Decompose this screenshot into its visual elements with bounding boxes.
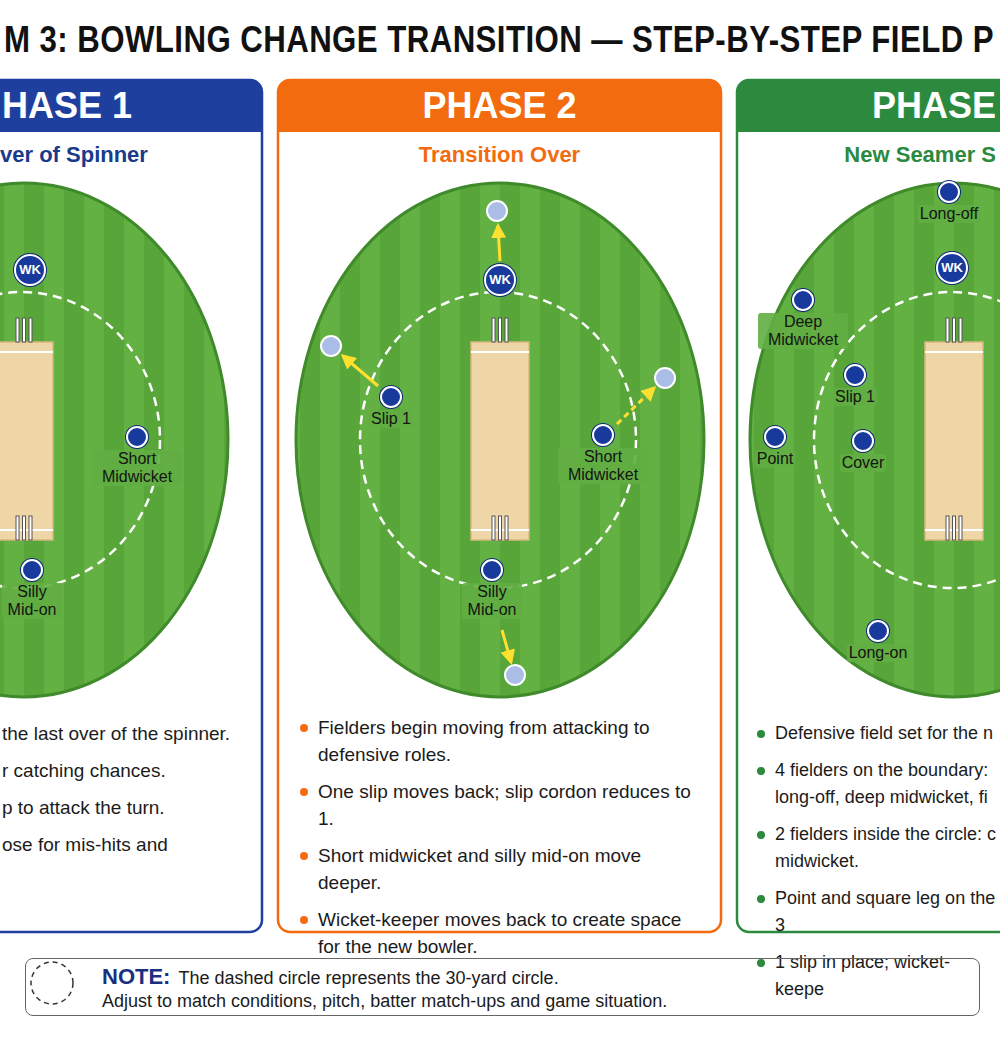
fielder-dot	[126, 426, 148, 448]
fielder-marker: Slip 1	[825, 364, 885, 406]
phase-heading: HASE 1	[2, 80, 132, 132]
fielder-label: Long-off	[918, 205, 980, 223]
bullet-text: ose for mis-hits and	[2, 831, 168, 858]
fielder-label: Short Midwicket	[92, 450, 182, 486]
bullet-dot	[757, 767, 765, 775]
fielder-dot	[938, 181, 960, 203]
phase-panel: PHASE New Seamer S Defensive field set for…	[737, 80, 1000, 932]
bullet-item: the last over of the spinner.	[0, 720, 255, 747]
wicket-keeper-marker: WK	[936, 252, 968, 284]
wicket-keeper-marker: WK	[14, 254, 46, 286]
bullet-item: Short midwicket and silly mid-on move de…	[300, 842, 700, 896]
bullet-dot	[300, 788, 308, 796]
bullet-item: p to attack the turn.	[0, 794, 255, 821]
fielder-label: Deep Midwicket	[758, 313, 848, 349]
phase-subtitle: New Seamer S	[844, 142, 996, 168]
fielder-dot	[867, 620, 889, 642]
note-text: The dashed circle represents the 30-yard…	[178, 967, 558, 989]
fielder-label: Long-on	[847, 644, 910, 662]
bullet-item: ose for mis-hits and	[0, 831, 255, 858]
bullet-dot	[757, 959, 765, 967]
note-box: NOTE: The dashed circle represents the 30…	[25, 958, 980, 1016]
fielder-marker: Long-on	[838, 620, 918, 662]
marker-label: WK	[489, 273, 511, 287]
fielder-marker: Silly Mid-on	[462, 559, 522, 619]
fielder-dot	[844, 364, 866, 386]
fielder-marker: Long-off	[909, 181, 989, 223]
bullet-text: 4 fielders on the boundary: long-off, de…	[775, 757, 997, 811]
diagram-title: M 3: BOWLING CHANGE TRANSITION — STEP-BY…	[4, 18, 994, 62]
bullet-dot	[300, 916, 308, 924]
fielder-label: Point	[755, 450, 795, 468]
fielder-marker: Short Midwicket	[558, 424, 648, 484]
marker-label: WK	[941, 261, 963, 275]
fielder-dot	[792, 289, 814, 311]
bullet-text: Fielders begin moving from attacking to …	[318, 714, 700, 768]
phase-panel: HASE 1 ver of Spinner the last over of the…	[0, 80, 262, 932]
bullet-item: One slip moves back; slip cordon reduces…	[300, 778, 700, 832]
fielder-label: Slip 1	[833, 388, 877, 406]
bullet-list: Defensive field set for the n 4 fielders …	[757, 720, 997, 1013]
fielder-label: Silly Mid-on	[462, 583, 522, 619]
note-heading: NOTE:	[102, 964, 170, 990]
fielder-dot	[852, 430, 874, 452]
fielder-marker: Point	[745, 426, 805, 468]
fielder-dot	[380, 386, 402, 408]
fielder-label: Slip 1	[369, 410, 413, 428]
fielder-dot	[764, 426, 786, 448]
fielder-label: Cover	[840, 454, 887, 472]
bullet-item: Wicket-keeper moves back to create space…	[300, 906, 700, 960]
phase-panel: PHASE 2 Transition OverFielders begin mov…	[278, 80, 721, 932]
bullet-item: r catching chances.	[0, 757, 255, 784]
note-first-line: NOTE: The dashed circle represents the 30…	[102, 964, 971, 990]
bullet-dot	[757, 730, 765, 738]
bullet-list: the last over of the spinner. r catching …	[0, 720, 255, 868]
bullet-text: One slip moves back; slip cordon reduces…	[318, 778, 700, 832]
bullet-text: the last over of the spinner.	[2, 720, 230, 747]
phase-heading: PHASE	[872, 80, 996, 132]
bullet-text: Short midwicket and silly mid-on move de…	[318, 842, 700, 896]
marker-label: WK	[19, 263, 41, 277]
phase-subtitle: Transition Over	[278, 142, 721, 168]
fielder-label: Silly Mid-on	[2, 583, 62, 619]
fielder-marker: Cover	[833, 430, 893, 472]
fielder-dot	[481, 559, 503, 581]
wicket-keeper-marker: WK	[484, 264, 516, 296]
fielder-marker: Silly Mid-on	[2, 559, 62, 619]
bullet-dot	[300, 852, 308, 860]
fielder-dot	[592, 424, 614, 446]
bullet-dot	[300, 724, 308, 732]
bullet-item: Defensive field set for the n	[757, 720, 997, 747]
bullet-list: Fielders begin moving from attacking to …	[300, 714, 700, 970]
bullet-item: 4 fielders on the boundary: long-off, de…	[757, 757, 997, 811]
bullet-text: Point and square leg on the 3	[775, 885, 997, 939]
fielder-label: Short Midwicket	[558, 448, 648, 484]
bullet-text: p to attack the turn.	[2, 794, 165, 821]
phase-subtitle: ver of Spinner	[0, 142, 148, 168]
bullet-text: 2 fielders inside the circle: c midwicke…	[775, 821, 997, 875]
bullet-dot	[757, 831, 765, 839]
note-content: NOTE: The dashed circle represents the 30…	[102, 964, 971, 1012]
fielder-marker: Slip 1	[361, 386, 421, 428]
bullet-item: 2 fielders inside the circle: c midwicke…	[757, 821, 997, 875]
bullet-dot	[757, 895, 765, 903]
bullet-item: Fielders begin moving from attacking to …	[300, 714, 700, 768]
fielder-marker: Short Midwicket	[92, 426, 182, 486]
fielder-dot	[21, 559, 43, 581]
bullet-text: Defensive field set for the n	[775, 720, 993, 747]
bullet-text: Wicket-keeper moves back to create space…	[318, 906, 700, 960]
note-text: Adjust to match conditions, pitch, batte…	[102, 990, 971, 1012]
bullet-item: Point and square leg on the 3	[757, 885, 997, 939]
bullet-text: r catching chances.	[2, 757, 166, 784]
phase-heading: PHASE 2	[278, 80, 721, 132]
fielder-marker: Deep Midwicket	[758, 289, 848, 349]
